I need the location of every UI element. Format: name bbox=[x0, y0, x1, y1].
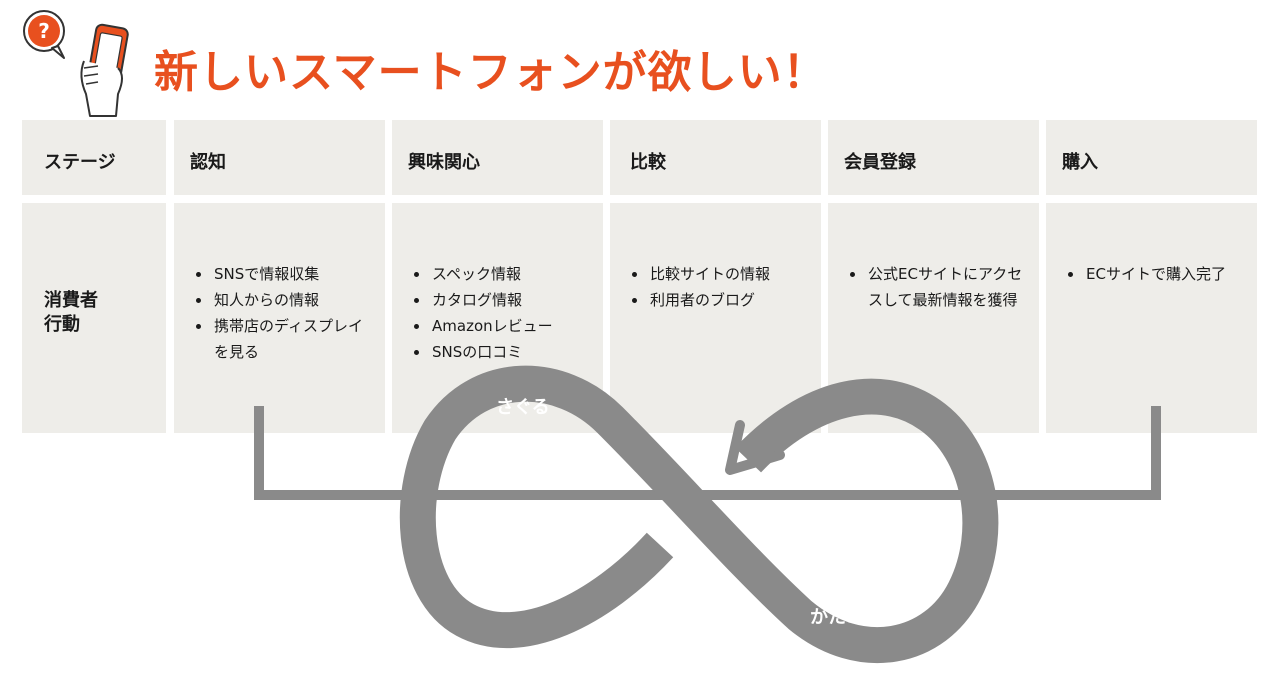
behavior-list: ECサイトで購入完了 bbox=[1066, 261, 1243, 287]
stage-cell-interest: 興味関心 bbox=[392, 120, 603, 195]
stage-label: 会員登録 bbox=[844, 152, 916, 173]
behavior-list: 比較サイトの情報 利用者のブログ bbox=[630, 261, 807, 313]
svg-text:?: ? bbox=[38, 19, 50, 43]
list-item: 利用者のブログ bbox=[648, 287, 807, 313]
list-item: 携帯店のディスプレイを見る bbox=[212, 313, 371, 365]
behavior-cell-register: 公式ECサイトにアクセスして最新情報を獲得 bbox=[828, 203, 1039, 433]
loop-label-solidify: かためる bbox=[810, 607, 882, 628]
behavior-cell-awareness: SNSで情報収集 知人からの情報 携帯店のディスプレイを見る bbox=[174, 203, 385, 433]
list-item: Amazonレビュー bbox=[430, 313, 589, 339]
list-item: カタログ情報 bbox=[430, 287, 589, 313]
stage-cell-compare: 比較 bbox=[610, 120, 821, 195]
behavior-cell-purchase: ECサイトで購入完了 bbox=[1046, 203, 1257, 433]
list-item: 知人からの情報 bbox=[212, 287, 371, 313]
behavior-header-cell: 消費者 行動 bbox=[22, 203, 166, 433]
stage-header-label: ステージ bbox=[44, 152, 116, 173]
behavior-cell-compare: 比較サイトの情報 利用者のブログ bbox=[610, 203, 821, 433]
list-item: SNSで情報収集 bbox=[212, 261, 371, 287]
stage-label: 比較 bbox=[630, 152, 666, 173]
behavior-list: 公式ECサイトにアクセスして最新情報を獲得 bbox=[848, 261, 1025, 313]
list-item: スペック情報 bbox=[430, 261, 589, 287]
header: ? 新しいスマートフォンが欲しい！ bbox=[0, 0, 1280, 120]
stage-label: 購入 bbox=[1062, 152, 1098, 173]
behavior-header-line: 行動 bbox=[44, 314, 80, 335]
list-item: ECサイトで購入完了 bbox=[1084, 261, 1243, 287]
stage-label: 認知 bbox=[190, 152, 226, 173]
smartphone-question-icon: ? bbox=[23, 10, 129, 117]
stage-cell-awareness: 認知 bbox=[174, 120, 385, 195]
list-item: 公式ECサイトにアクセスして最新情報を獲得 bbox=[866, 261, 1025, 313]
loop-label-explore: さぐる bbox=[496, 397, 550, 418]
behavior-header-label: 消費者 行動 bbox=[44, 289, 98, 337]
stage-header-cell: ステージ bbox=[22, 120, 166, 195]
stage-cell-register: 会員登録 bbox=[828, 120, 1039, 195]
stage-cell-purchase: 購入 bbox=[1046, 120, 1257, 195]
behavior-header-line: 消費者 bbox=[44, 290, 98, 311]
behavior-list: SNSで情報収集 知人からの情報 携帯店のディスプレイを見る bbox=[194, 261, 371, 365]
stage-label: 興味関心 bbox=[408, 152, 480, 173]
list-item: 比較サイトの情報 bbox=[648, 261, 807, 287]
list-item: SNSの口コミ bbox=[430, 339, 589, 365]
behavior-list: スペック情報 カタログ情報 Amazonレビュー SNSの口コミ bbox=[412, 261, 589, 365]
page-title: 新しいスマートフォンが欲しい！ bbox=[154, 47, 828, 98]
